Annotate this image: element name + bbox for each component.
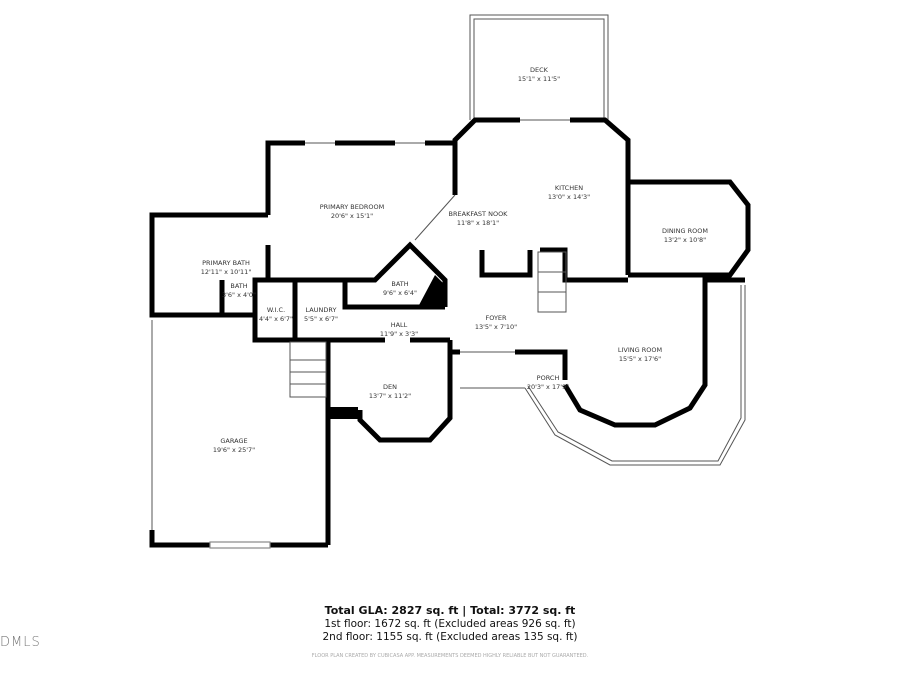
label-wic: W.I.C. xyxy=(267,306,285,314)
label-bath: BATH xyxy=(391,280,408,288)
total-area: Total GLA: 2827 sq. ft | Total: 3772 sq.… xyxy=(324,604,576,617)
label-den: DEN xyxy=(383,383,397,391)
size-garage: 19'6" x 25'7" xyxy=(213,446,255,454)
stairs xyxy=(289,251,567,398)
label-primary-bath: PRIMARY BATH xyxy=(202,259,250,267)
first-floor-area: 1st floor: 1672 sq. ft (Excluded areas 9… xyxy=(324,618,576,630)
label-hall: HALL xyxy=(391,321,408,329)
label-primary-bedroom: PRIMARY BEDROOM xyxy=(320,203,384,211)
size-kitchen: 13'0" x 14'3" xyxy=(548,193,590,201)
size-wic: 4'4" x 6'7" xyxy=(259,315,293,323)
room-labels: DECK 15'1" x 11'5" KITCHEN 13'0" x 14'3"… xyxy=(201,66,708,454)
walls xyxy=(149,117,751,549)
label-living-room: LIVING ROOM xyxy=(618,346,662,354)
size-dining-room: 13'2" x 10'8" xyxy=(664,236,706,244)
size-den: 13'7" x 11'2" xyxy=(369,392,411,400)
second-floor-area: 2nd floor: 1155 sq. ft (Excluded areas 1… xyxy=(322,631,578,643)
size-porch: 20'3" x 17'9" xyxy=(527,383,569,391)
label-deck: DECK xyxy=(530,66,549,74)
bath-fixture xyxy=(418,275,445,307)
size-bath-small: 3'6" x 4'0" xyxy=(222,291,256,299)
disclaimer: FLOOR PLAN CREATED BY CUBICASA APP. MEAS… xyxy=(311,653,589,659)
size-hall: 11'9" x 3'3" xyxy=(380,330,418,338)
label-foyer: FOYER xyxy=(485,314,507,322)
size-living-room: 15'5" x 17'6" xyxy=(619,355,661,363)
label-breakfast-nook: BREAKFAST NOOK xyxy=(449,210,509,218)
size-primary-bath: 12'11" x 10'11" xyxy=(201,268,252,276)
label-dining-room: DINING ROOM xyxy=(662,227,708,235)
size-breakfast-nook: 11'8" x 18'1" xyxy=(457,219,499,227)
size-bath: 9'6" x 6'4" xyxy=(383,289,417,297)
size-primary-bedroom: 20'6" x 15'1" xyxy=(331,212,373,220)
size-foyer: 13'5" x 7'10" xyxy=(475,323,517,331)
size-deck: 15'1" x 11'5" xyxy=(518,75,560,83)
label-porch: PORCH xyxy=(537,374,560,382)
label-laundry: LAUNDRY xyxy=(306,306,337,314)
size-laundry: 5'5" x 6'7" xyxy=(304,315,338,323)
label-garage: GARAGE xyxy=(220,437,247,445)
label-bath-small: BATH xyxy=(230,282,247,290)
deck-outline xyxy=(469,14,609,120)
watermark-logo: DMLS xyxy=(0,635,41,650)
label-kitchen: KITCHEN xyxy=(555,184,583,192)
